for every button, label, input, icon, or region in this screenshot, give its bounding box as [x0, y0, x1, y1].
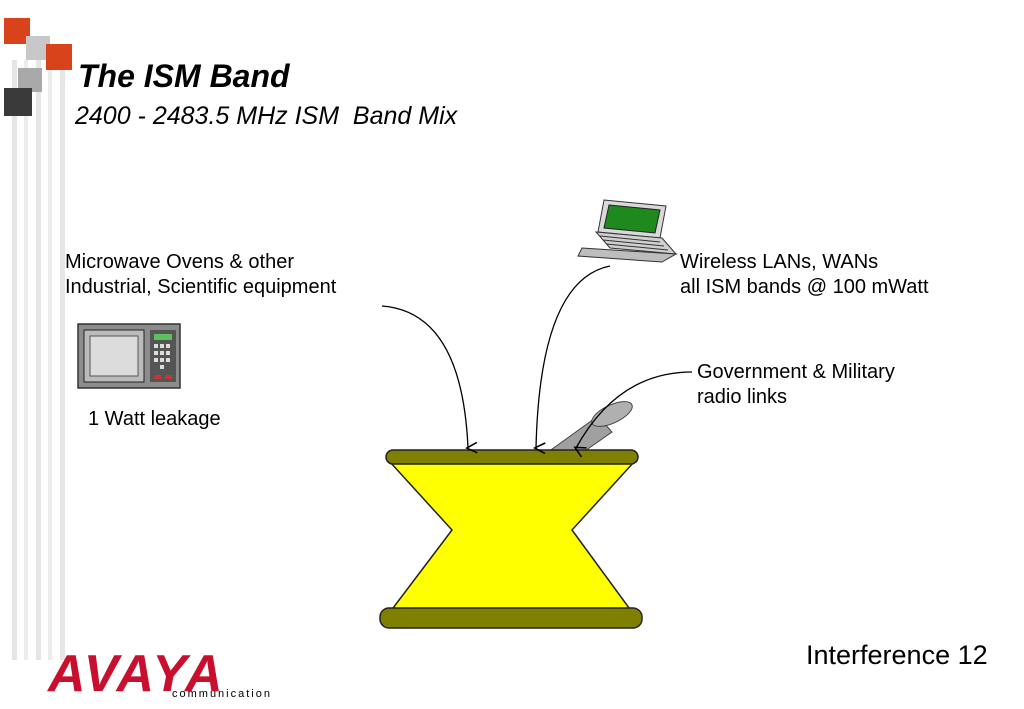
wireless-label-line2: all ISM bands @ 100 mWatt — [680, 275, 929, 300]
microwave-label-line1: Microwave Ovens & other — [65, 250, 336, 275]
wireless-label: Wireless LANs, WANs all ISM bands @ 100 … — [680, 250, 929, 300]
page-subtitle: 2400 - 2483.5 MHz ISM Band Mix — [75, 102, 457, 131]
government-label: Government & Military radio links — [697, 360, 895, 410]
slide-footer: Interference 12 — [806, 640, 988, 671]
decorative-corner-squares — [4, 18, 72, 660]
microwave-label: Microwave Ovens & other Industrial, Scie… — [65, 250, 336, 300]
microwave-leakage-note: 1 Watt leakage — [88, 407, 221, 432]
arrow-microwave-to-vessel — [382, 306, 468, 448]
laptop-icon — [578, 200, 676, 262]
flow-arrows — [382, 266, 692, 448]
microwave-label-line2: Industrial, Scientific equipment — [65, 275, 336, 300]
page-title: The ISM Band — [78, 58, 290, 95]
government-label-line2: radio links — [697, 385, 895, 410]
microwave-oven-icon — [78, 324, 180, 388]
wireless-label-line1: Wireless LANs, WANs — [680, 250, 929, 275]
government-label-line1: Government & Military — [697, 360, 895, 385]
logo-tagline: communication — [172, 688, 272, 700]
mortar-and-pestle-icon — [380, 450, 642, 628]
